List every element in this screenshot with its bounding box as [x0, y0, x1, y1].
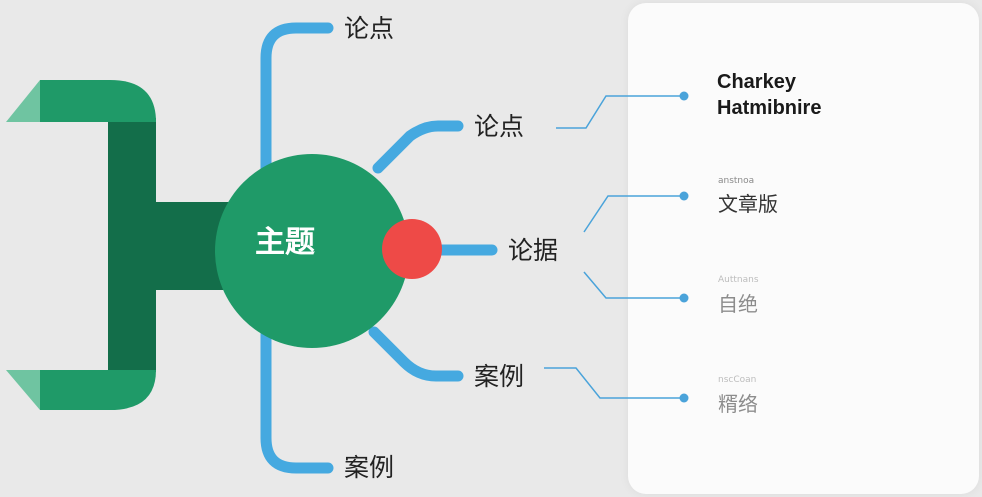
bottom-light-tip — [6, 370, 40, 410]
center-node-label: 主题 — [255, 225, 315, 260]
connector-dot-3[interactable] — [679, 293, 689, 303]
info-panel — [628, 3, 979, 494]
top-green-arm — [40, 80, 156, 122]
entry-caption-4: nscCoan — [718, 375, 757, 385]
branch-label-upper[interactable]: 论点 — [474, 112, 525, 141]
branch-label-middle[interactable]: 论据 — [508, 236, 559, 265]
connector-dot-2[interactable] — [679, 191, 689, 201]
panel-title-line-1: Charkey — [717, 71, 796, 93]
branch-line-lower — [368, 326, 464, 382]
branch-line-upper — [372, 120, 464, 174]
branch-label-lower[interactable]: 案例 — [474, 362, 525, 391]
branch-line-bottom — [260, 326, 334, 474]
bottom-green-arm — [40, 370, 156, 410]
red-node[interactable] — [382, 219, 442, 279]
connector-line-3 — [583, 271, 684, 299]
entry-caption-2: anstnoa — [718, 176, 755, 186]
dark-green-spine — [108, 118, 156, 372]
entry-value-2: 文章版 — [718, 192, 778, 216]
top-light-tip — [6, 80, 40, 122]
entry-value-4: 糈络 — [718, 392, 758, 416]
connector-line-4 — [544, 367, 684, 399]
branch-lines — [260, 22, 498, 474]
connector-line-2 — [583, 195, 684, 233]
branch-label-bottom[interactable]: 案例 — [344, 453, 395, 482]
branch-line-top — [260, 22, 334, 176]
connector-dot-1[interactable] — [679, 91, 689, 101]
center-node[interactable] — [215, 154, 409, 348]
connector-dot-4[interactable] — [679, 393, 689, 403]
entry-caption-3: Auttnans — [718, 275, 759, 285]
branch-label-top[interactable]: 论点 — [344, 14, 395, 43]
panel-title-line-2: Hatmibnire — [717, 97, 822, 119]
connector-line-1 — [556, 95, 684, 129]
entry-value-3: 自绝 — [718, 292, 758, 316]
